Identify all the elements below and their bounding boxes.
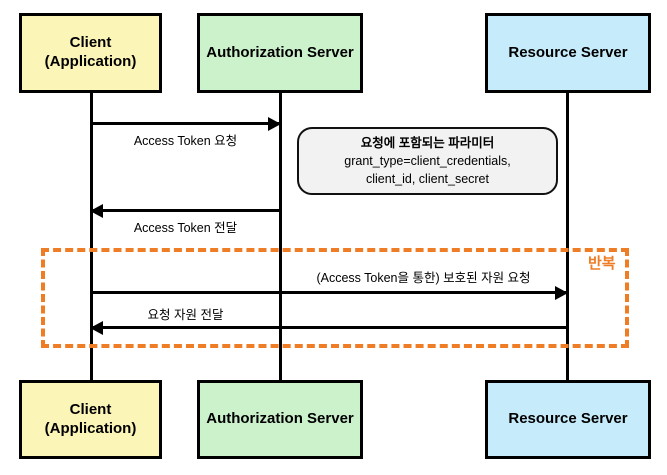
arrowhead-right-icon — [268, 116, 281, 131]
lifeline-client — [90, 93, 93, 381]
lifeline-resource-server — [566, 93, 569, 381]
message-label-protected-resource-request: (Access Token을 통한) 보호된 자원 요청 — [316, 271, 531, 285]
participant-client-line-2: (Application) — [44, 419, 137, 437]
repeat-loop-label: 반복 — [588, 255, 616, 272]
lifeline-authorization-server — [279, 93, 282, 381]
message-arrow-access-token-request — [91, 116, 281, 131]
note-line-3: client_id, client_secret — [366, 172, 489, 187]
message-label-access-token-response: Access Token 전달 — [133, 221, 238, 235]
message-arrow-protected-resource-response — [90, 320, 567, 335]
participant-resource-server-top[interactable]: Resource Server — [485, 13, 651, 93]
participant-authorization-server-label: Authorization Server — [206, 43, 354, 61]
participant-client-line-2: (Application) — [44, 53, 137, 70]
participant-authorization-server-top[interactable]: Authorization Server — [197, 13, 363, 93]
message-arrow-protected-resource-request — [91, 285, 568, 300]
message-label-protected-resource-response: 요청 자원 전달 — [147, 308, 224, 322]
arrowhead-left-icon — [90, 320, 103, 335]
note-line-2: grant_type=client_credentials, — [344, 153, 511, 168]
participant-authorization-server-label: Authorization Server — [206, 410, 354, 428]
participant-resource-server-label: Resource Server — [508, 410, 628, 428]
participant-client-line-1: Client — [69, 34, 112, 52]
participant-resource-server-label: Resource Server — [508, 43, 628, 61]
participant-resource-server-bottom[interactable]: Resource Server — [485, 380, 651, 459]
arrowhead-left-icon — [90, 203, 103, 218]
participant-client-bottom[interactable]: Client (Application) — [19, 380, 162, 459]
arrowhead-right-icon — [555, 285, 568, 300]
note-line-1: 요청에 포함되는 파라미터 — [360, 135, 495, 150]
participant-authorization-server-bottom[interactable]: Authorization Server — [197, 380, 363, 459]
repeat-loop-frame — [41, 248, 629, 348]
participant-client-top[interactable]: Client (Application) — [19, 13, 162, 93]
request-parameters-note: 요청에 포함되는 파라미터 grant_type=client_credenti… — [297, 127, 558, 195]
participant-client-line-1: Client — [69, 400, 112, 418]
message-arrow-access-token-response — [90, 203, 280, 218]
message-label-access-token-request: Access Token 요청 — [133, 134, 238, 148]
